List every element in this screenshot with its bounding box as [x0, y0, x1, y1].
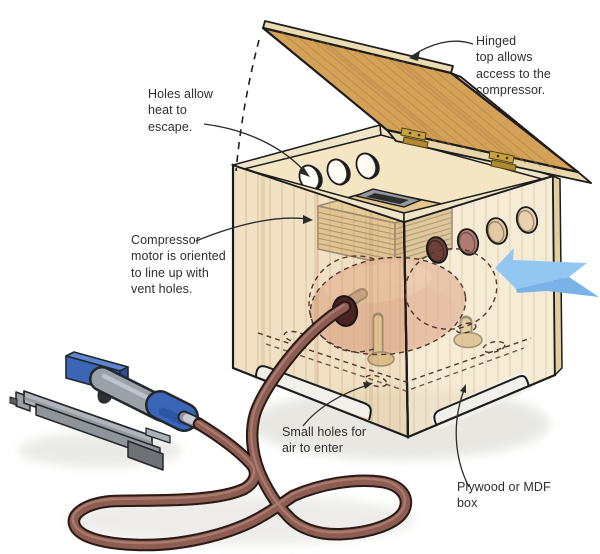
leader-holes-heat — [203, 123, 307, 174]
hinge-icon — [400, 127, 429, 149]
leader-small-holes — [302, 384, 369, 427]
box-interior — [242, 134, 544, 214]
label-compressor-motor: Compressor motor is oriented to line up … — [131, 233, 226, 296]
vent-holes-side — [425, 206, 539, 264]
leader-plywood-box — [455, 389, 470, 488]
leader-lines — [195, 40, 474, 488]
hinge-icon — [488, 150, 517, 172]
airflow-arrow-icon — [495, 248, 599, 297]
leader-hinged-top — [411, 40, 474, 57]
hinged-lid — [261, 20, 592, 184]
air-hose — [67, 300, 413, 552]
hidden-line-details — [257, 248, 532, 392]
label-hinged-top: Hinged top allows access to the compress… — [476, 34, 551, 97]
vent-holes-back — [298, 152, 380, 192]
leader-compressor-motor — [195, 217, 309, 242]
label-holes-heat: Holes allow heat to escape. — [148, 87, 214, 134]
label-small-holes: Small holes for air to enter — [282, 425, 367, 456]
label-plywood-box: Plywood or MDF box — [457, 480, 551, 511]
lid-swing-path — [235, 39, 260, 172]
